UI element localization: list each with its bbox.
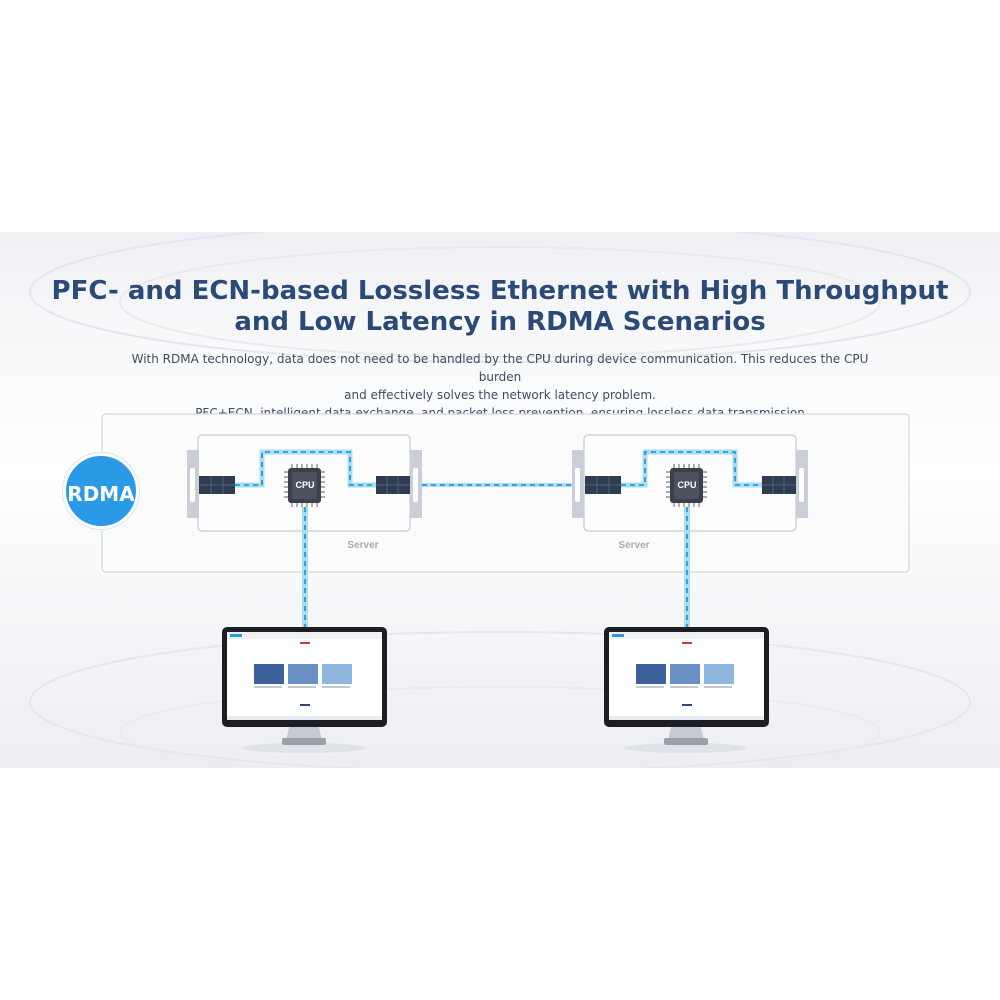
rdma-badge: RDMA [63, 453, 139, 529]
server-left [187, 434, 422, 627]
server-right-label: Server [618, 540, 650, 551]
page-title: PFC- and ECN-based Lossless Ethernet wit… [51, 276, 949, 337]
network-diagram [101, 413, 910, 753]
server-right-cpu-label: CPU [677, 480, 697, 490]
server-left-cpu-label: CPU [295, 480, 315, 490]
server-right [572, 434, 808, 627]
server-left-cpu [284, 464, 325, 507]
banner: PFC- and ECN-based Lossless Ethernet wit… [0, 232, 1000, 768]
description-line-1: With RDMA technology, data does not need… [131, 352, 869, 384]
monitor-right [604, 627, 769, 753]
background-rings [29, 232, 971, 768]
server-right-cpu [666, 464, 707, 507]
description-line-2: and effectively solves the network laten… [344, 388, 656, 402]
monitor-left [222, 627, 387, 753]
server-left-label: Server [347, 540, 379, 551]
